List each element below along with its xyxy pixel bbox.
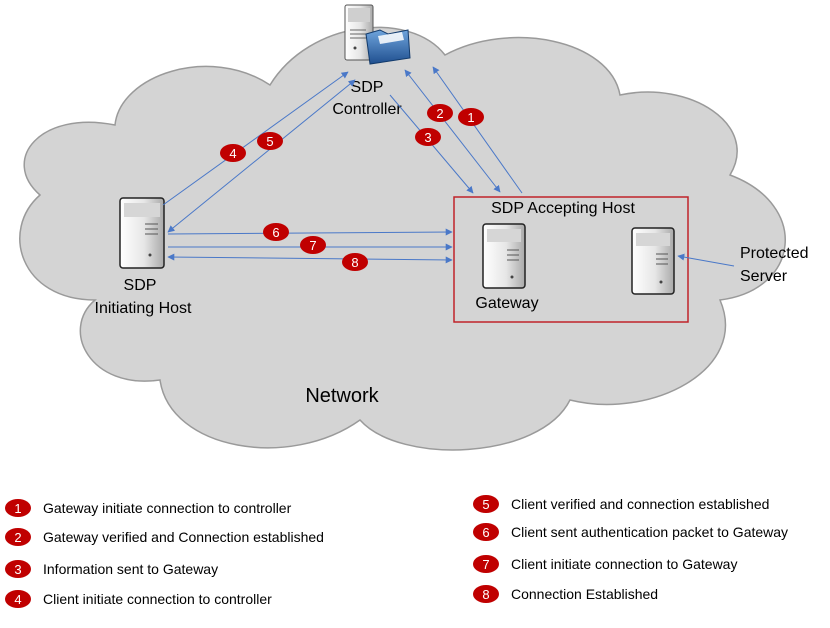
legend-text: Client initiate connection to controller (43, 591, 272, 607)
legend-badge: 6 (473, 523, 499, 541)
svg-text:8: 8 (351, 255, 358, 270)
legend-text: Connection Established (511, 586, 659, 602)
arrow-5 (167, 79, 356, 233)
legend-badge: 5 (473, 495, 499, 513)
arrow-8 (167, 253, 453, 264)
svg-text:2: 2 (436, 106, 443, 121)
controller-server-icon (344, 4, 374, 61)
step-badge-1: 1 (458, 108, 484, 126)
legend-text: Gateway initiate connection to controlle… (43, 500, 292, 516)
legend-item-8: 8 Connection Established (473, 583, 658, 605)
legend-item-4: 4 Client initiate connection to controll… (5, 588, 272, 610)
legend-item-6: 6 Client sent authentication packet to G… (473, 521, 788, 543)
accepting-host-box (453, 196, 689, 323)
network-label: Network (305, 385, 379, 407)
step-badge-6: 6 (263, 223, 289, 241)
step-badge-2: 2 (427, 104, 453, 122)
legend-item-3: 3 Information sent to Gateway (5, 558, 218, 580)
accepting-host-label: SDP Accepting Host (491, 200, 635, 217)
initiating-host-server-icon (119, 197, 165, 269)
svg-text:7: 7 (309, 238, 316, 253)
legend-item-2: 2 Gateway verified and Connection establ… (5, 526, 324, 548)
arrow-protected (677, 253, 735, 267)
protected-server-label-1: Protected (740, 245, 808, 262)
initiating-host-label-1: SDP (124, 277, 157, 294)
step-badge-5: 5 (257, 132, 283, 150)
controller-label-2: Controller (332, 101, 402, 118)
legend-text: Client initiate connection to Gateway (511, 556, 738, 572)
legend-badge: 7 (473, 555, 499, 573)
protected-server-icon (631, 227, 675, 295)
legend-badge: 2 (5, 528, 31, 546)
legend-badge: 8 (473, 585, 499, 603)
initiating-host-label-2: Initiating Host (95, 300, 192, 317)
legend-item-5: 5 Client verified and connection establi… (473, 493, 769, 515)
gateway-server-icon (482, 223, 526, 289)
legend-item-1: 1 Gateway initiate connection to control… (5, 497, 291, 519)
svg-text:5: 5 (266, 134, 273, 149)
step-badge-4: 4 (220, 144, 246, 162)
folder-icon (365, 29, 411, 65)
legend-item-7: 7 Client initiate connection to Gateway (473, 553, 737, 575)
step-badge-8: 8 (342, 253, 368, 271)
arrow-2 (404, 69, 501, 193)
step-badge-7: 7 (300, 236, 326, 254)
protected-server-label-2: Server (740, 268, 788, 285)
step-badge-3: 3 (415, 128, 441, 146)
legend-text: Gateway verified and Connection establis… (43, 529, 324, 545)
legend-badge: 4 (5, 590, 31, 608)
svg-text:1: 1 (467, 110, 474, 125)
legend-badge: 3 (5, 560, 31, 578)
svg-text:4: 4 (229, 146, 236, 161)
legend-text: Client verified and connection establish… (511, 496, 770, 512)
svg-text:6: 6 (272, 225, 279, 240)
legend-text: Information sent to Gateway (43, 561, 219, 577)
gateway-label: Gateway (475, 295, 538, 312)
svg-text:3: 3 (424, 130, 431, 145)
arrow-6 (167, 228, 453, 236)
legend-text: Client sent authentication packet to Gat… (511, 524, 789, 540)
legend-badge: 1 (5, 499, 31, 517)
controller-label-1: SDP (351, 79, 384, 96)
